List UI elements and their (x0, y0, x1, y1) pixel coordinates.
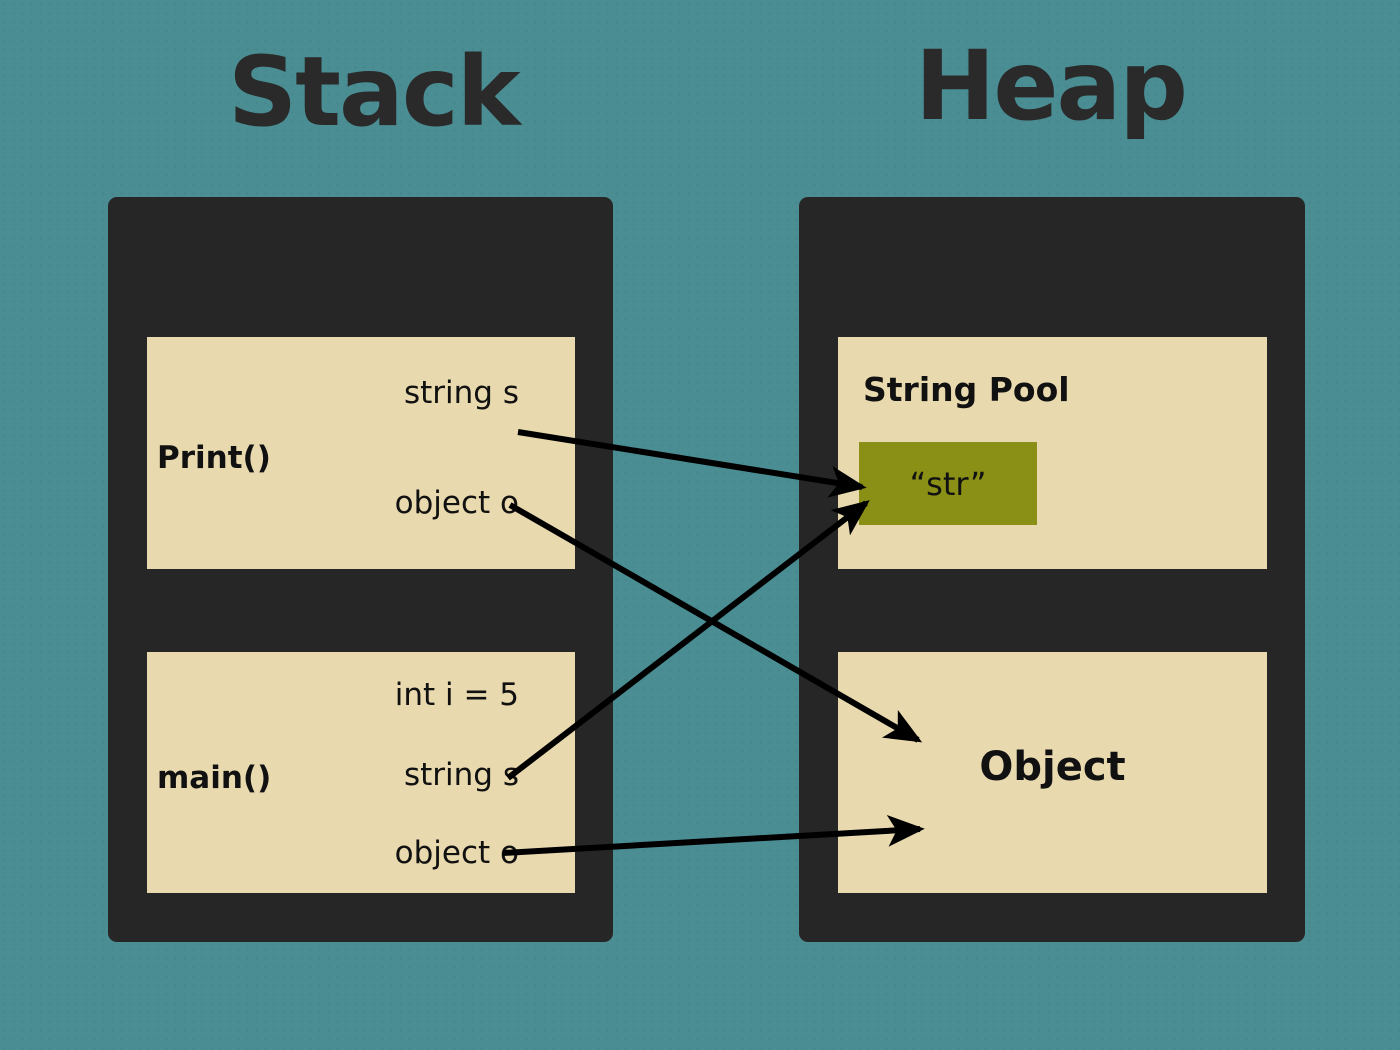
variable-main-int-i: int i = 5 (394, 677, 519, 713)
page-title-stack: Stack (228, 36, 521, 148)
stack-frame-print: Print() string s object o (147, 337, 575, 569)
object-box-title: Object (979, 744, 1126, 790)
variable-print-string-s: string s (404, 375, 519, 411)
string-pool-cell-value: “str” (909, 464, 987, 503)
heap-object-box: Object (838, 652, 1267, 893)
frame-label-print: Print() (157, 440, 271, 476)
heap-string-pool-box: String Pool “str” (838, 337, 1267, 569)
string-pool-cell: “str” (859, 442, 1037, 525)
variable-main-string-s: string s (404, 757, 519, 793)
variable-print-object-o: object o (394, 485, 519, 521)
stack-frame-main: main() int i = 5 string s object o (147, 652, 575, 893)
variable-main-object-o: object o (394, 835, 519, 871)
frame-label-main: main() (157, 760, 272, 796)
page-title-heap: Heap (915, 30, 1188, 142)
string-pool-title: String Pool (863, 370, 1070, 409)
